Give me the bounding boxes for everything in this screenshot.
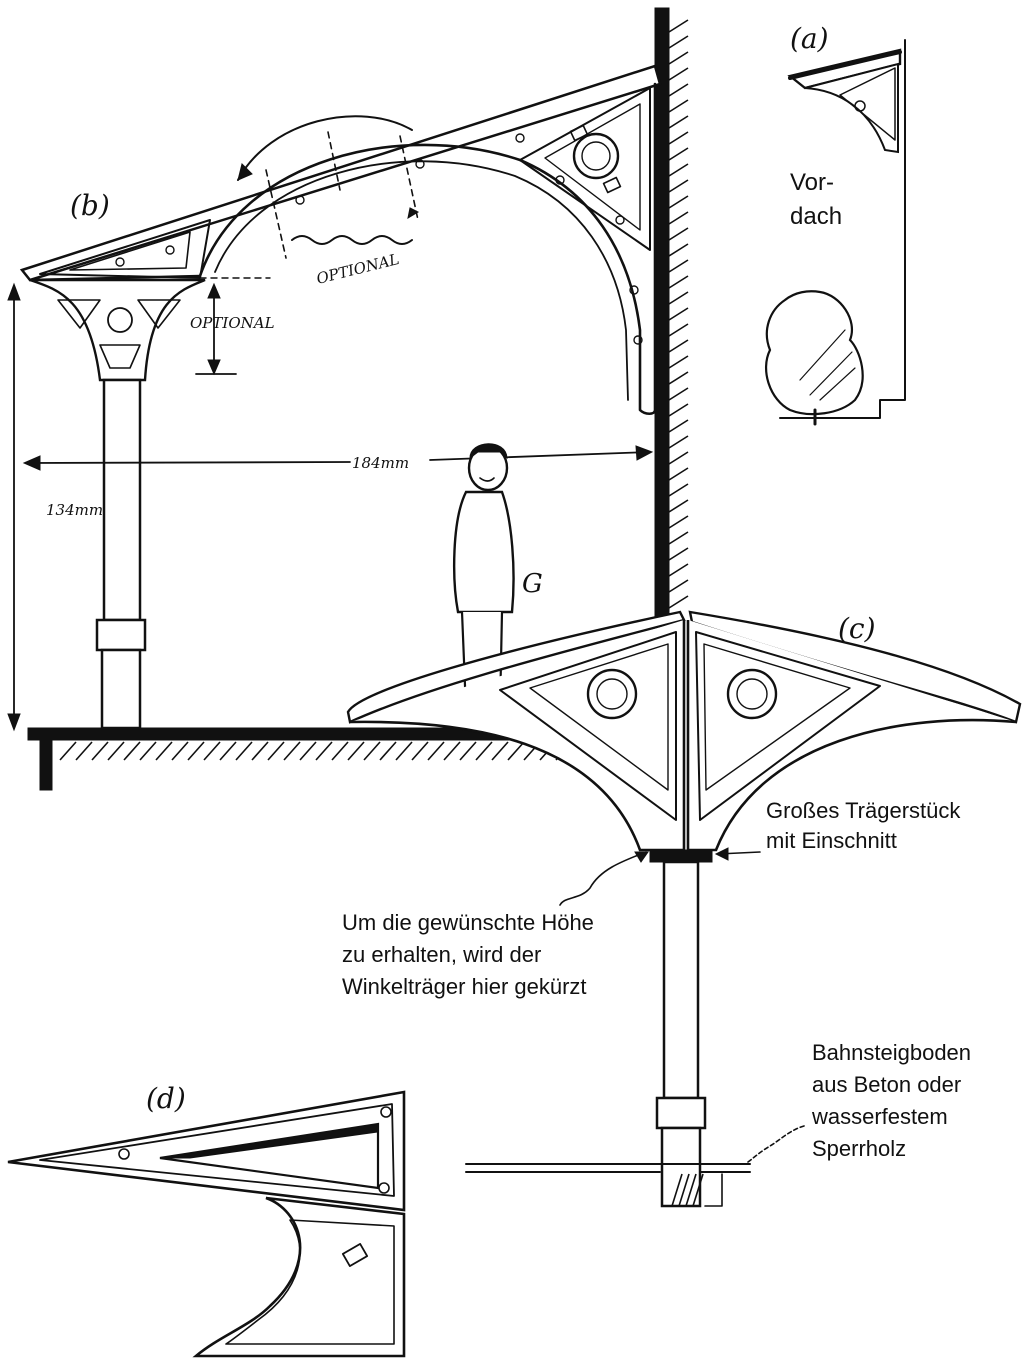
dimension-width: 184mm xyxy=(22,445,654,472)
double-bracket-c: (c) xyxy=(346,610,1022,1208)
platform-ground xyxy=(27,727,573,791)
annotation-trager: Großes Trägerstück mit Einschnitt xyxy=(766,798,961,853)
boden-line3: wasserfestem xyxy=(811,1104,948,1129)
boden-line2: aus Beton oder xyxy=(812,1072,961,1097)
vordach-line2: dach xyxy=(790,203,842,230)
hoehe-line3: Winkelträger hier gekürzt xyxy=(342,974,587,999)
label-b: (b) xyxy=(70,189,110,222)
label-d: (d) xyxy=(146,1082,186,1115)
dimension-height: 134mm xyxy=(7,282,103,732)
figure-g-label: G xyxy=(522,569,543,599)
column-left xyxy=(29,278,206,730)
hoehe-line2: zu erhalten, wird der xyxy=(342,942,541,967)
dim-height-label: 134mm xyxy=(46,501,103,519)
bracket-d: (d) xyxy=(7,1082,406,1358)
leader-lines xyxy=(559,847,805,1163)
trager-line1: Großes Trägerstück xyxy=(766,798,961,823)
boden-line1: Bahnsteigboden xyxy=(812,1040,971,1065)
inset-vordach: (a) Vor- dach xyxy=(765,22,906,426)
canopy-roof-b xyxy=(19,64,662,416)
hoehe-line1: Um die gewünschte Höhe xyxy=(342,910,594,935)
optional-height-marker: OPTIONAL xyxy=(190,277,275,376)
label-a-top: (a) xyxy=(790,22,829,55)
optional-arc-label: OPTIONAL xyxy=(315,250,401,288)
annotation-boden: Bahnsteigboden aus Beton oder wasserfest… xyxy=(811,1040,971,1161)
dim-width-label: 184mm xyxy=(352,454,409,472)
building-wall xyxy=(654,7,689,619)
vordach-line1: Vor- xyxy=(790,169,834,196)
optional-vertical-label: OPTIONAL xyxy=(190,314,275,332)
label-c: (c) xyxy=(838,612,876,645)
boden-line4: Sperrholz xyxy=(812,1136,906,1161)
trager-line2: mit Einschnitt xyxy=(766,828,897,853)
annotation-hoehe: Um die gewünschte Höhe zu erhalten, wird… xyxy=(342,910,594,999)
